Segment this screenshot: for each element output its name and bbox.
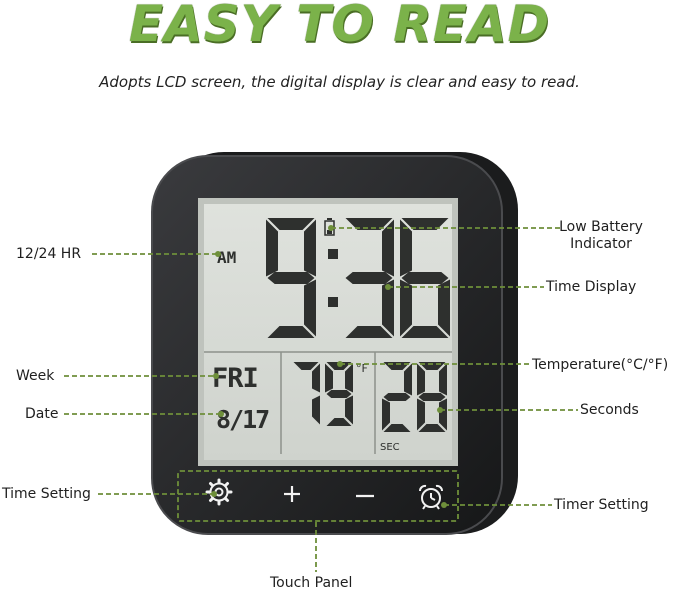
segment-b [312,363,320,393]
headline: EASY TO READ [128,0,551,53]
segment-g [401,272,449,284]
label-12-24-hr: 12/24 HR [16,246,82,262]
seconds-display [382,362,447,432]
segment-g [267,272,315,284]
label-week: Week [16,368,55,384]
label-time-setting: Time Setting [2,486,91,502]
segment-f [417,363,425,396]
segment-b [404,363,412,396]
digit-9 [266,218,316,338]
segment-d [267,326,315,338]
label-time-display: Time Display [546,279,637,295]
temperature-display [293,362,353,426]
digit-7 [293,362,320,425]
colon-dot [328,297,338,307]
digit-2 [382,362,412,432]
gear-icon [205,478,233,506]
segment-f [325,363,333,393]
segment-d [383,424,411,432]
callout-lines [64,227,578,572]
time-setting-button[interactable] [205,478,233,506]
segment-f [266,219,278,277]
label-low-battery: Low Battery Indicator [556,219,646,253]
plus-icon [284,486,300,502]
segment-c [382,279,394,337]
segment-a [267,218,315,230]
segment-d [345,326,393,338]
label-touch-panel: Touch Panel [270,575,353,591]
segment-d [418,424,446,432]
segment-g [383,393,411,401]
touch-panel [205,478,443,510]
segment-a [293,362,319,370]
segment-g [345,272,393,284]
label-date: Date [25,406,59,422]
digit-6 [400,218,450,338]
callout-dots [211,225,447,508]
segment-c [312,395,320,425]
subheadline: Adopts LCD screen, the digital display i… [99,73,580,91]
segment-a [345,218,393,230]
week-display: FRI [212,363,258,394]
date-display: 8/17 [216,405,269,434]
label-seconds: Seconds [580,402,639,418]
colon-dot [328,249,338,259]
timer-setting-button[interactable] [419,484,443,510]
label-temperature: Temperature(°C/°F) [532,357,669,373]
temperature-unit: °F [356,362,368,375]
segment-c [438,279,450,337]
plus-button[interactable] [284,486,300,502]
segment-c [439,398,447,431]
label-low-battery-line2: Indicator [570,236,632,252]
segment-e [382,398,390,431]
digit-9 [325,362,353,426]
segment-c [345,395,353,425]
segment-d [401,326,449,338]
segment-e [417,398,425,431]
segment-d [326,418,352,426]
seconds-label: SEC [380,442,400,453]
label-timer-setting: Timer Setting [554,497,649,513]
segment-b [382,219,394,277]
segment-a [401,218,449,230]
segment-b [439,363,447,396]
segment-g [418,393,446,401]
segment-g [326,390,352,398]
segment-c [304,279,316,337]
digit-8 [417,362,447,432]
digit-3 [345,218,394,338]
segment-b [345,363,353,393]
alarm-clock-icon [419,484,443,510]
time-display [266,218,450,338]
label-low-battery-line1: Low Battery [559,219,643,235]
segment-f [400,219,412,277]
segment-e [400,279,412,337]
am-pm-indicator: AM [217,248,236,267]
segment-b [304,219,316,277]
